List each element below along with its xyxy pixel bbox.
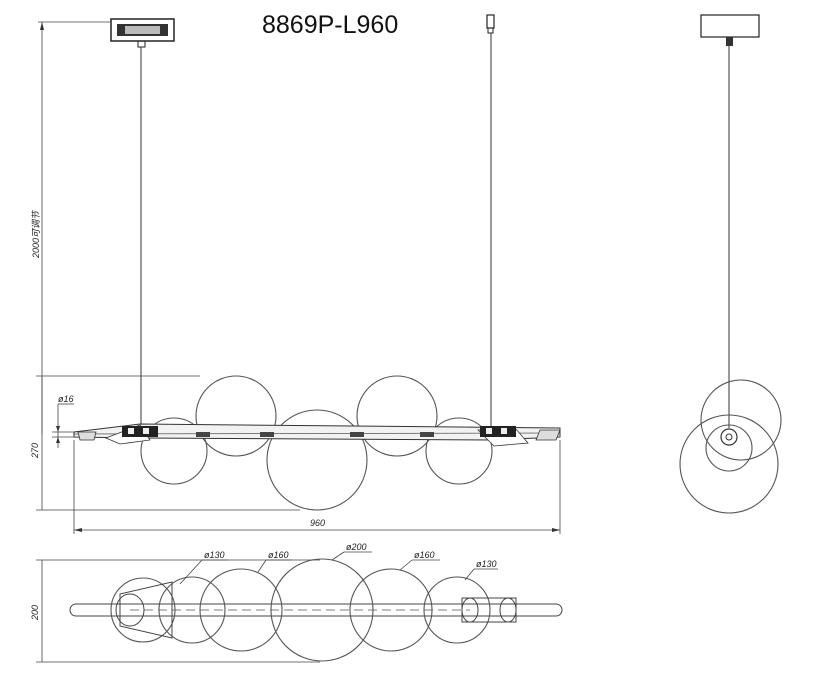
dimension-height-label: 270 [30, 443, 40, 459]
side-view [679, 14, 782, 514]
dimension-tube: ø16 [52, 394, 74, 448]
globe-front-1 [140, 417, 208, 485]
side-bar-section [720, 428, 738, 446]
dimension-width-label: 960 [310, 518, 325, 528]
globe-front-4 [356, 375, 438, 457]
side-globe-small [705, 424, 753, 472]
dimension-width: 960 [73, 440, 561, 534]
dimension-depth: 200 [30, 559, 320, 663]
globe-top-5 [349, 568, 433, 652]
ceiling-canopy-left [110, 18, 175, 48]
top-view: ø130 ø160 ø200 ø160 ø130 200 [30, 542, 563, 663]
top-end-cap-left [115, 581, 173, 639]
globe-front-2 [195, 375, 277, 457]
dimension-suspension-label: 2000可调节 [31, 209, 41, 259]
label-globe-160-right: ø160 [399, 550, 440, 571]
top-end-cap-right [461, 597, 517, 623]
side-globe-medium [700, 379, 782, 461]
svg-text:ø160: ø160 [268, 550, 289, 560]
svg-text:ø130: ø130 [204, 550, 225, 560]
ceiling-hook-right [486, 14, 495, 34]
label-globe-160-left: ø160 [257, 550, 292, 573]
dimension-height: 270 [30, 375, 300, 511]
dimension-tube-label: ø16 [58, 394, 74, 404]
svg-text:ø200: ø200 [346, 542, 367, 552]
horizontal-bar [73, 423, 561, 447]
side-globe-large [679, 414, 779, 514]
globe-top-4 [270, 558, 374, 662]
label-globe-130-right: ø130 [464, 559, 498, 581]
svg-text:ø160: ø160 [414, 550, 435, 560]
label-globe-200: ø200 [331, 542, 372, 561]
dimension-depth-label: 200 [30, 605, 40, 621]
globe-front-3 [266, 409, 368, 511]
side-ceiling-canopy [700, 14, 760, 38]
model-title: 8869P-L960 [262, 11, 398, 39]
dimension-suspension: 2000可调节 [31, 21, 110, 434]
globe-front-5 [425, 417, 493, 485]
top-tube [69, 603, 563, 617]
globe-top-1 [110, 577, 176, 643]
front-view: 2000可调节 270 ø16 960 [30, 14, 561, 534]
globe-top-3 [199, 568, 283, 652]
globe-top-6 [423, 576, 491, 644]
globe-top-2 [158, 576, 226, 644]
svg-text:ø130: ø130 [476, 559, 497, 569]
